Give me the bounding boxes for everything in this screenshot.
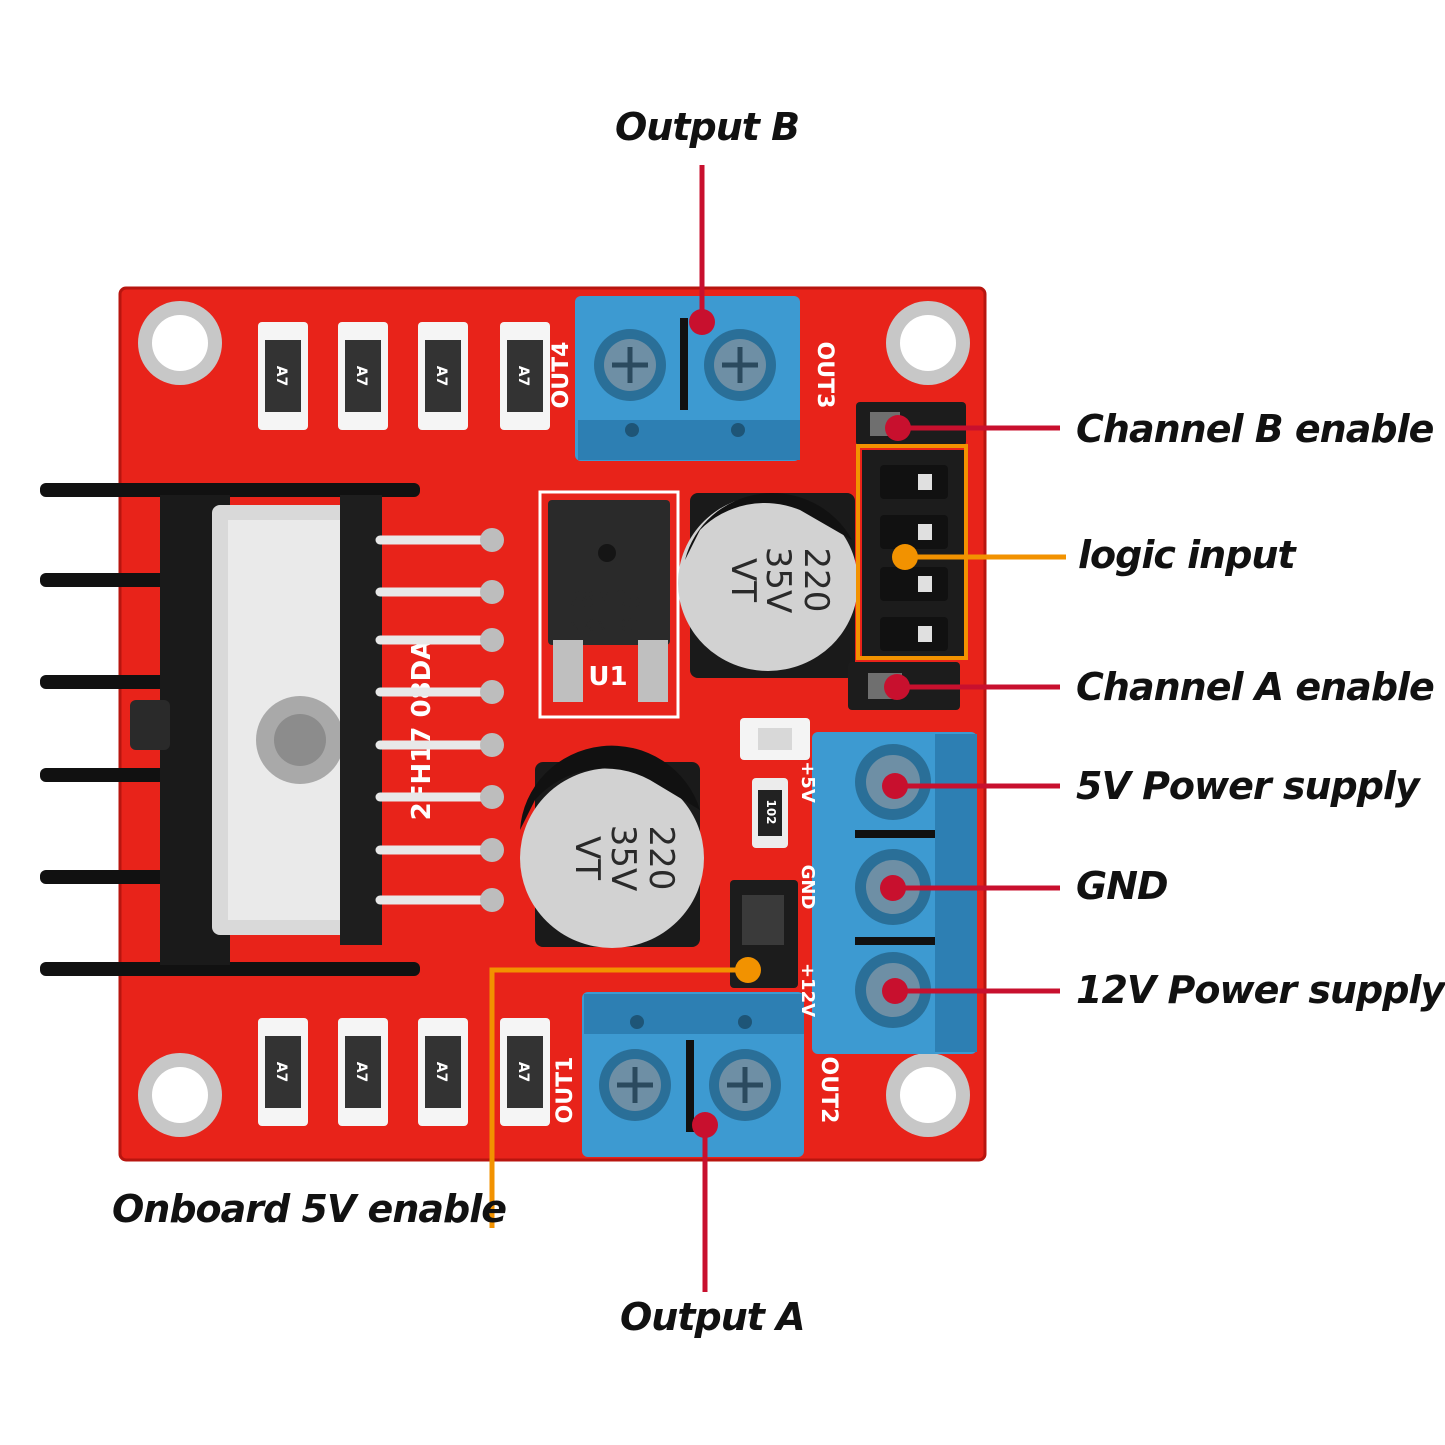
callout-12v-power-supply: 12V Power supply	[1076, 968, 1445, 1012]
capacitor-bottom: 220 35V VT	[520, 745, 704, 948]
resistor-marking: 102	[764, 799, 778, 824]
diode-marking: A7	[515, 1062, 531, 1083]
leader-gnd	[880, 875, 1060, 901]
driver-chip-marking: 2FH17 08DA	[407, 640, 437, 821]
channel-b-enable-jumper	[856, 402, 966, 446]
resistor: 102	[752, 778, 788, 848]
diode-marking: A7	[353, 1062, 369, 1083]
leader-onboard-5v-enable	[489, 957, 761, 1228]
leader-5v-power	[882, 773, 1060, 799]
capacitor-value: 220	[641, 826, 681, 891]
diode-marking: A7	[515, 366, 531, 387]
voltage-regulator: 78M05 NXN 32H U1	[538, 490, 680, 719]
callout-channel-b-enable: Channel B enable	[1076, 407, 1434, 451]
callout-onboard-5v-enable: Onboard 5V enable	[112, 1187, 507, 1231]
terminal-label-out2: OUT2	[816, 1057, 841, 1124]
mounting-hole-top-right	[886, 301, 970, 385]
terminal-label-out3: OUT3	[812, 342, 837, 409]
diode-marking: A7	[273, 1062, 289, 1083]
diode-marking: A7	[433, 366, 449, 387]
diode-marking: A7	[433, 1062, 449, 1083]
capacitor-voltage: 35V	[758, 547, 798, 614]
leader-output-b	[689, 165, 715, 335]
leader-channel-b-enable	[885, 415, 1060, 441]
callout-logic-input: logic input	[1078, 533, 1296, 577]
diode-marking: A7	[273, 366, 289, 387]
terminal-block-output-a	[582, 992, 804, 1157]
leader-logic-input	[892, 544, 1066, 570]
diode-marking: A7	[353, 366, 369, 387]
logic-input-header	[862, 450, 966, 656]
diodes-top: A7 A7 A7 A7	[258, 322, 550, 430]
capacitor-voltage: 35V	[603, 825, 643, 892]
leader-12v-power	[882, 978, 1060, 1004]
capacitor-series: VT	[567, 836, 607, 880]
callout-5v-power-supply: 5V Power supply	[1076, 764, 1420, 808]
callout-output-a: Output A	[620, 1295, 806, 1339]
callout-channel-a-enable: Channel A enable	[1076, 665, 1435, 709]
mounting-hole-top-left	[138, 301, 222, 385]
driver-chip-pins	[375, 535, 495, 905]
diodes-bottom: A7 A7 A7 A7	[258, 1018, 550, 1126]
terminal-block-output-b	[575, 296, 800, 461]
capacitor-top: 220 35V VT	[678, 493, 858, 678]
power-pin-label-5v: +5V	[797, 761, 818, 803]
power-led	[740, 718, 810, 760]
power-pin-label-gnd: GND	[797, 865, 818, 910]
terminal-label-out4: OUT4	[549, 342, 574, 409]
power-pin-label-12v: +12V	[797, 963, 818, 1017]
capacitor-series: VT	[723, 558, 763, 602]
leader-channel-a-enable	[884, 674, 1060, 700]
logic-input-highlight-box	[856, 444, 968, 660]
regulator-part-number: 78M05	[567, 588, 642, 613]
mounting-hole-bottom-left	[138, 1053, 222, 1137]
callout-output-b: Output B	[615, 105, 800, 149]
mounting-hole-bottom-right	[886, 1053, 970, 1137]
regulator-reference: U1	[588, 662, 627, 692]
leader-output-a	[692, 1112, 718, 1292]
driver-chip: 2FH17 08DA	[212, 495, 437, 945]
regulator-lot-code: NXN 32H	[567, 615, 653, 637]
terminal-label-out1: OUT1	[553, 1057, 578, 1124]
callout-gnd: GND	[1076, 864, 1169, 908]
capacitor-value: 220	[796, 548, 836, 613]
